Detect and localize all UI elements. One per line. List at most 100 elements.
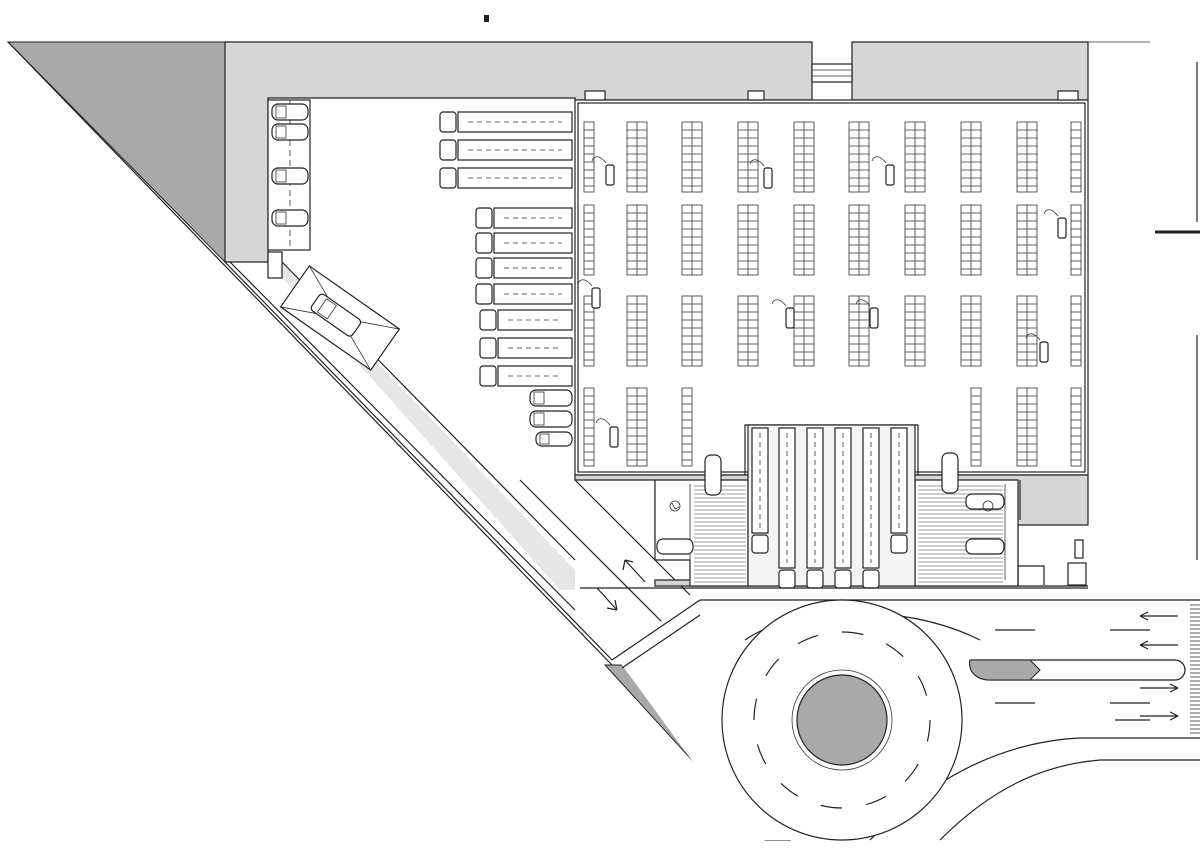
weighbridge-platform	[279, 265, 401, 371]
rack	[681, 387, 693, 467]
rack	[848, 295, 870, 367]
rack	[737, 204, 759, 276]
rack	[793, 204, 815, 276]
road-arrow-icon-2	[596, 587, 618, 611]
rack	[737, 295, 759, 367]
rack	[626, 295, 648, 367]
forklift	[1025, 333, 1049, 363]
lane-arrow-icon-2	[1139, 640, 1178, 650]
parked-truck	[479, 365, 573, 387]
rack	[793, 295, 815, 367]
rack	[904, 121, 926, 193]
parked-car	[529, 410, 573, 428]
rack	[626, 387, 648, 467]
rack	[848, 204, 870, 276]
docked-truck	[862, 427, 880, 589]
rack	[1070, 387, 1082, 467]
rack	[960, 204, 982, 276]
parked-car	[704, 454, 722, 496]
parked-car	[656, 538, 694, 555]
rack	[904, 295, 926, 367]
forklift	[871, 156, 895, 186]
rack	[1070, 204, 1082, 276]
parked-truck	[439, 111, 573, 133]
parked-car	[941, 452, 959, 494]
docked-truck	[806, 427, 824, 589]
parked-truck	[475, 207, 573, 229]
marker-dot	[484, 15, 489, 22]
rack	[626, 204, 648, 276]
rack	[1016, 121, 1038, 193]
rack	[583, 387, 595, 467]
forklift	[591, 156, 615, 186]
parked-truck	[475, 257, 573, 279]
roundabout-lane-marks	[753, 631, 931, 809]
rack	[681, 121, 703, 193]
parked-car	[271, 209, 309, 227]
loading-docks	[751, 427, 908, 589]
forklift	[749, 159, 773, 189]
lane-arrow-icon	[1139, 611, 1178, 621]
rack	[681, 204, 703, 276]
rack	[970, 387, 982, 467]
parked-truck	[475, 283, 573, 305]
car-parking-near-dock	[529, 389, 573, 447]
rack	[1070, 121, 1082, 193]
footbridge	[811, 63, 853, 83]
rack	[848, 121, 870, 193]
lane-arrow-icon-4	[1140, 711, 1179, 721]
forklift	[1043, 209, 1067, 239]
docked-truck	[834, 427, 852, 589]
parked-car	[965, 493, 1005, 510]
rack	[1016, 204, 1038, 276]
rack	[793, 121, 815, 193]
forklift	[855, 299, 879, 329]
rack	[1016, 295, 1038, 367]
forklift	[595, 418, 619, 448]
forklift	[771, 299, 795, 329]
top-right-boundary-strip	[851, 41, 1089, 101]
right-edge-fragments	[1155, 62, 1200, 560]
roundabout-road	[580, 587, 1200, 841]
docked-truck	[778, 427, 796, 589]
road-arrow-icon	[622, 559, 646, 583]
parked-truck	[439, 167, 573, 189]
rack	[1016, 387, 1038, 467]
parked-car	[271, 123, 309, 141]
rack	[960, 121, 982, 193]
parked-car	[535, 431, 573, 447]
car-parking-left	[267, 99, 311, 279]
parked-car	[271, 167, 309, 185]
dock-yard	[574, 424, 1089, 589]
parked-car	[271, 103, 309, 121]
forklift	[577, 279, 601, 309]
rack	[904, 204, 926, 276]
docked-truck	[890, 427, 908, 554]
rack	[583, 295, 595, 367]
rack	[583, 204, 595, 276]
warehouse-building	[574, 90, 1089, 476]
rack	[681, 295, 703, 367]
truck-parking	[439, 111, 573, 387]
rack	[960, 295, 982, 367]
parked-truck	[439, 139, 573, 161]
lane-arrow-icon-3	[1140, 683, 1179, 693]
rack	[737, 121, 759, 193]
forklifts	[577, 156, 1067, 448]
storage-racks	[583, 121, 1082, 467]
rack	[626, 121, 648, 193]
top-boundary-strip	[224, 41, 813, 263]
rack	[1070, 295, 1082, 367]
parked-truck	[479, 309, 573, 331]
docked-truck	[751, 427, 769, 554]
parked-truck	[479, 337, 573, 359]
crosswalk	[1190, 604, 1200, 734]
accessible-parking-icon	[669, 500, 681, 512]
rack	[583, 121, 595, 193]
accessible-parking-icon-2	[982, 500, 994, 512]
parked-truck	[475, 232, 573, 254]
roundabout-island	[796, 674, 888, 766]
parked-car	[965, 538, 1005, 555]
parked-car	[529, 389, 573, 407]
